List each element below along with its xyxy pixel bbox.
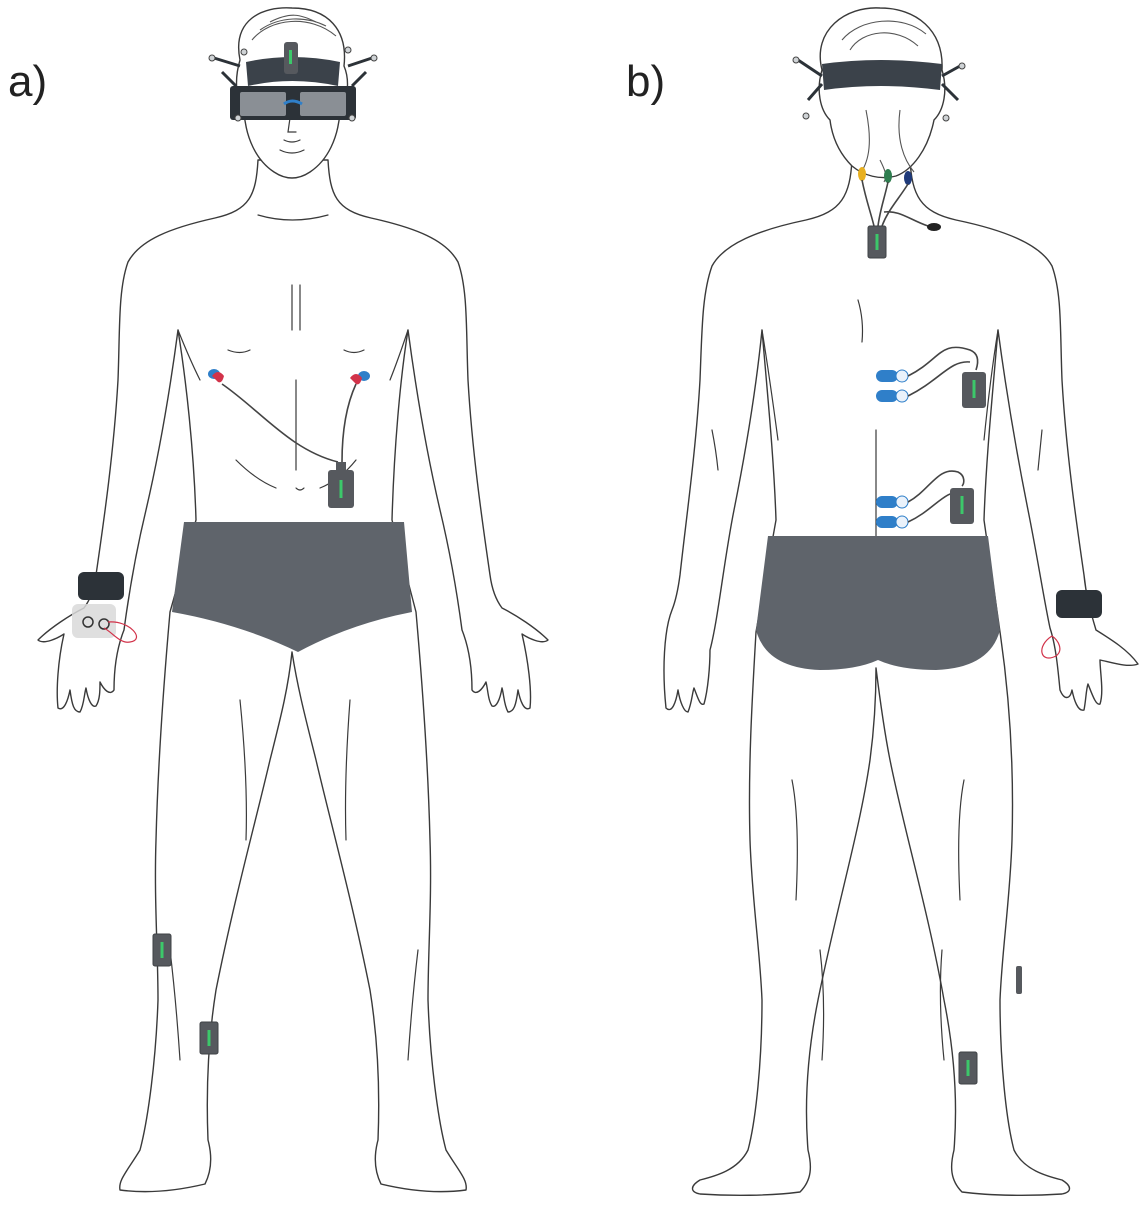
eeg-sensor-back bbox=[868, 226, 886, 258]
wristband-icon bbox=[78, 572, 124, 600]
back-briefs bbox=[756, 536, 1000, 670]
front-body-outline bbox=[38, 160, 548, 1192]
back-body-outline bbox=[664, 160, 1138, 1195]
